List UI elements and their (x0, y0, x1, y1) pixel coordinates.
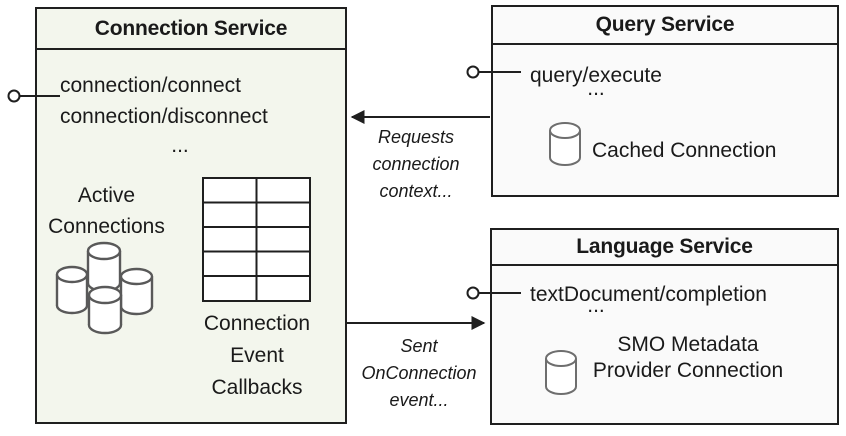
connection-service-methods: connection/connect connection/disconnect… (60, 70, 300, 160)
method-connect: connection/connect (60, 74, 241, 97)
query-service-title: Query Service (493, 7, 837, 45)
cached-connection-label: Cached Connection (592, 139, 777, 162)
smo-metadata-provider-label: SMO Metadata Provider Connection (592, 333, 784, 382)
connection-service-title: Connection Service (37, 9, 345, 50)
language-service-box: Language Service textDocument/completion… (490, 228, 839, 425)
connection-service-box: Connection Service connection/connect co… (35, 7, 347, 424)
language-methods-ellipsis: ... (587, 294, 605, 317)
method-textdocument-completion: textDocument/completion (530, 283, 767, 306)
methods-ellipsis: ... (171, 134, 189, 157)
requests-connection-context-annotation: Requests connection context... (372, 127, 460, 201)
sent-onconnection-event-annotation: Sent OnConnection event... (361, 336, 477, 410)
query-methods-ellipsis: ... (587, 77, 605, 100)
query-service-box: Query Service query/execute ... Cached C… (491, 5, 839, 197)
language-service-title: Language Service (492, 230, 837, 266)
connection-event-callbacks-label: Connection Event Callbacks (203, 312, 311, 399)
method-query-execute: query/execute (530, 64, 662, 87)
method-disconnect: connection/disconnect (60, 105, 268, 128)
active-connections-label: Active Connections (48, 184, 165, 238)
